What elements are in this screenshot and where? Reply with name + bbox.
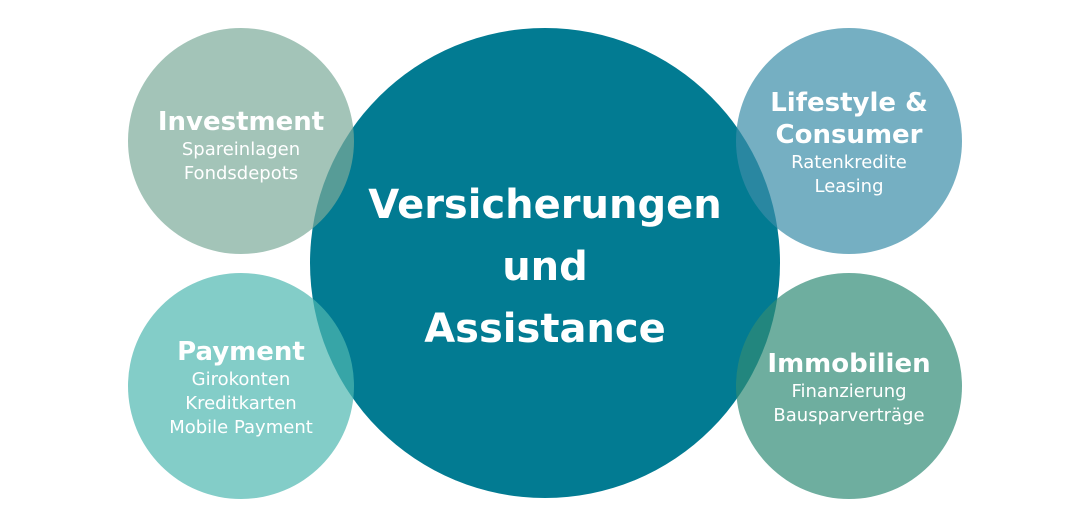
node-item: Finanzierung — [791, 381, 907, 402]
center-line: und — [502, 244, 588, 290]
center-line: Versicherungen — [368, 182, 722, 228]
payment-label: Payment Girokonten Kreditkarten Mobile P… — [169, 336, 313, 440]
payment-circle — [128, 273, 354, 499]
node-item: Leasing — [814, 176, 884, 197]
lifestyle-circle — [736, 28, 962, 254]
node-title: Immobilien — [767, 349, 931, 379]
center-circle — [310, 28, 780, 498]
immobilien-circle — [736, 273, 962, 499]
node-item: Ratenkredite — [791, 152, 907, 173]
immobilien-label: Immobilien Finanzierung Bausparverträge — [767, 348, 930, 428]
node-title: Payment — [177, 337, 305, 367]
node-item: Spareinlagen — [181, 139, 301, 160]
center-line: Assistance — [424, 306, 666, 352]
lifestyle-label: Lifestyle & Consumer Ratenkredite Leasin… — [770, 87, 928, 199]
node-item: Mobile Payment — [169, 417, 313, 438]
node-item: Kreditkarten — [185, 393, 297, 414]
node-item: Fondsdepots — [183, 163, 299, 184]
node-title: Consumer — [775, 120, 923, 150]
node-item: Girokonten — [191, 369, 291, 390]
center-label: Versicherungen und Assistance — [368, 174, 721, 360]
investment-label: Investment Spareinlagen Fondsdepots — [158, 106, 324, 186]
investment-circle — [128, 28, 354, 254]
node-title: Investment — [157, 107, 325, 137]
node-item: Bausparverträge — [773, 405, 925, 426]
node-title: Lifestyle & — [770, 88, 928, 118]
